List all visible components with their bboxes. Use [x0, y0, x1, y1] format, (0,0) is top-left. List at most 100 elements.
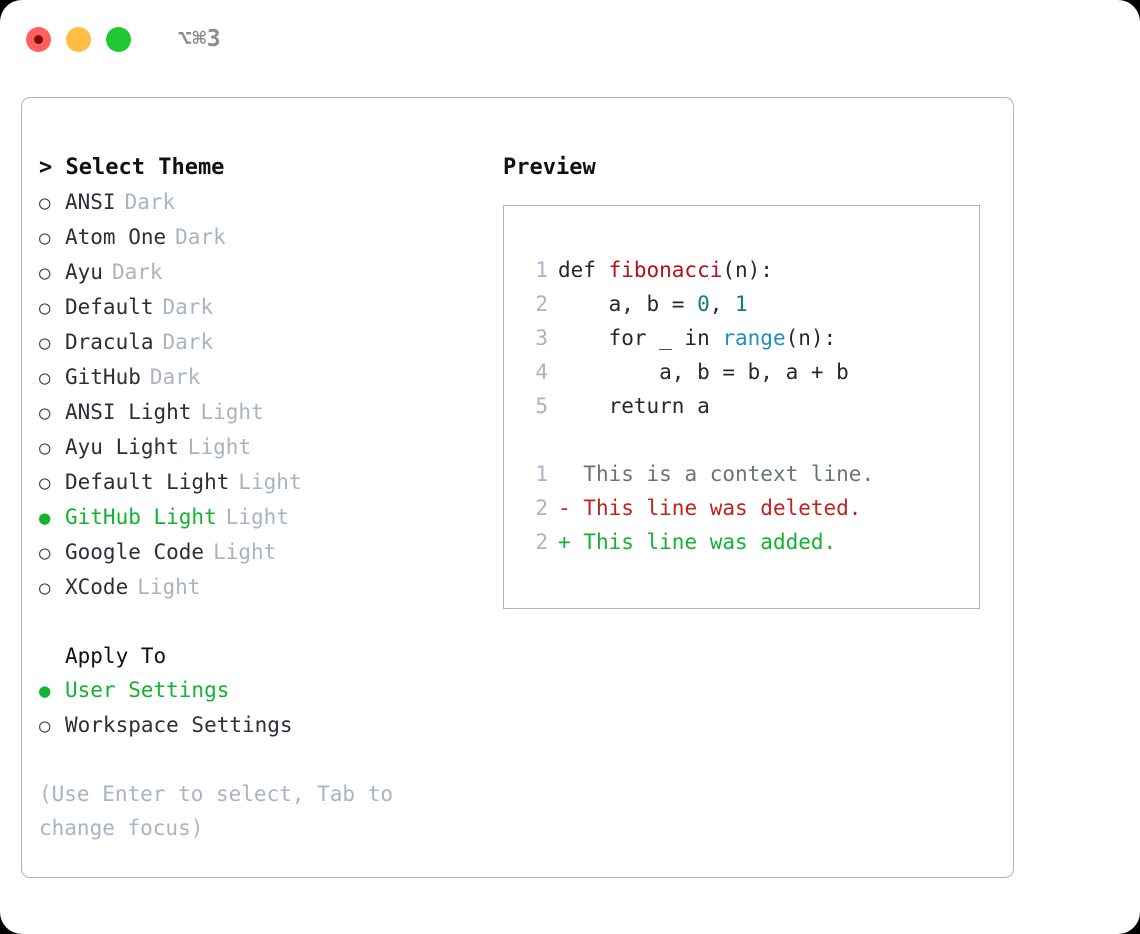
radio-unselected-icon: ○ — [39, 227, 51, 249]
theme-option-label: Atom One — [65, 225, 167, 249]
theme-variant-tag: Dark — [149, 365, 201, 389]
window-titlebar: ⌥⌘3 — [0, 0, 1140, 78]
code-token: (n): — [722, 258, 773, 282]
maximize-window-button[interactable] — [106, 26, 131, 52]
theme-variant-tag: Light — [238, 470, 302, 494]
diff-line-number: 2 — [535, 496, 548, 520]
theme-option-label: GitHub Light — [65, 505, 217, 529]
radio-unselected-icon: ○ — [39, 262, 51, 284]
code-token: a, b = b, a + b — [558, 360, 849, 384]
code-line: 4 a, b = b, a + b — [522, 355, 979, 389]
diff-marker: + — [558, 530, 584, 554]
theme-variant-tag: Dark — [175, 225, 226, 249]
diff-line-text: This line was deleted. — [583, 496, 862, 520]
code-line-number: 5 — [535, 394, 548, 418]
code-token: a, b = — [558, 292, 698, 316]
diff-line: 2- This line was deleted. — [522, 491, 979, 525]
radio-unselected-icon: ○ — [39, 542, 51, 564]
apply-to-option-list: ● User Settings ○ Workspace Settings — [39, 673, 502, 743]
radio-unselected-icon: ○ — [39, 367, 51, 389]
theme-variant-tag: Light — [225, 505, 289, 529]
code-token: 1 — [735, 292, 748, 316]
theme-variant-tag: Light — [213, 540, 277, 564]
select-theme-heading: > Select Theme — [39, 155, 225, 180]
theme-option-github[interactable]: ○ GitHub Dark — [39, 360, 502, 395]
radio-unselected-icon: ○ — [39, 437, 51, 459]
code-line-content: a, b = b, a + b — [558, 355, 849, 389]
apply-to-heading: Apply To — [65, 644, 167, 668]
radio-unselected-icon: ○ — [39, 402, 51, 424]
apply-to-option-label: Workspace Settings — [65, 713, 293, 737]
theme-option-label: Default — [65, 295, 154, 319]
diff-line-text: This is a context line. — [583, 462, 875, 486]
theme-variant-tag: Dark — [111, 260, 163, 284]
radio-unselected-icon: ○ — [39, 332, 51, 354]
radio-unselected-icon: ○ — [39, 472, 51, 494]
theme-variant-tag: Dark — [162, 295, 214, 319]
theme-variant-tag: Dark — [124, 190, 176, 214]
theme-option-ansi-light[interactable]: ○ ANSI Light Light — [39, 395, 502, 430]
radio-unselected-icon: ○ — [39, 577, 51, 599]
diff-line: 2 + This line was added. — [522, 525, 979, 559]
diff-line: 1 This is a context line. — [522, 457, 979, 491]
radio-unselected-icon: ○ — [39, 715, 51, 737]
code-line: 2 a, b = 0, 1 — [522, 287, 979, 321]
code-token: 0 — [697, 292, 710, 316]
theme-option-label: Default Light — [65, 470, 230, 494]
theme-option-label: XCode — [65, 575, 129, 599]
code-token: , — [709, 292, 736, 316]
theme-option-label: Ayu — [65, 260, 103, 284]
diff-marker — [558, 457, 583, 491]
theme-option-label: Ayu Light — [65, 435, 179, 459]
code-line-number: 2 — [535, 292, 548, 316]
close-window-button[interactable] — [26, 26, 51, 52]
code-line-content: return a — [558, 389, 710, 423]
code-token: range — [722, 326, 786, 350]
radio-unselected-icon: ○ — [39, 297, 51, 319]
code-token: (n): — [785, 326, 837, 350]
diff-line-number: 2 — [535, 530, 548, 554]
diff-marker: - — [558, 496, 584, 520]
radio-selected-icon: ● — [39, 680, 51, 702]
section-spacer — [39, 605, 502, 639]
radio-unselected-icon: ○ — [39, 192, 51, 214]
theme-variant-tag: Light — [200, 400, 264, 424]
diff-line-number: 1 — [535, 462, 548, 486]
theme-option-dracula[interactable]: ○ Dracula Dark — [39, 325, 502, 360]
theme-option-label: ANSI Light — [65, 400, 192, 424]
code-token: def — [558, 258, 609, 282]
apply-to-option-user-settings[interactable]: ● User Settings — [39, 673, 502, 708]
theme-option-default[interactable]: ○ Default Dark — [39, 290, 502, 325]
keyboard-hint-text: (Use Enter to select, Tab to change focu… — [39, 782, 406, 840]
diff-line-text: This line was added. — [583, 530, 837, 554]
theme-option-label: Dracula — [65, 330, 154, 354]
code-diff-spacer — [522, 423, 979, 457]
theme-option-label: Google Code — [65, 540, 205, 564]
code-token: for _ in — [558, 326, 723, 350]
code-line-content: for _ in range(n): — [558, 321, 837, 355]
theme-variant-tag: Dark — [162, 330, 214, 354]
preview-heading: Preview — [503, 155, 596, 180]
apply-to-option-workspace-settings[interactable]: ○ Workspace Settings — [39, 708, 502, 743]
code-token: return a — [558, 394, 710, 418]
code-line-number: 1 — [535, 258, 548, 282]
apply-to-option-label: User Settings — [65, 678, 230, 702]
theme-option-ayu[interactable]: ○ Ayu Dark — [39, 255, 502, 290]
theme-option-default-light[interactable]: ○ Default Light Light — [39, 465, 502, 500]
theme-option-google-code[interactable]: ○ Google Code Light — [39, 535, 502, 570]
theme-option-label: GitHub — [65, 365, 141, 389]
theme-option-atom-one[interactable]: ○ Atom One Dark — [39, 220, 502, 255]
minimize-window-button[interactable] — [66, 26, 91, 52]
code-line-number: 3 — [535, 326, 548, 350]
